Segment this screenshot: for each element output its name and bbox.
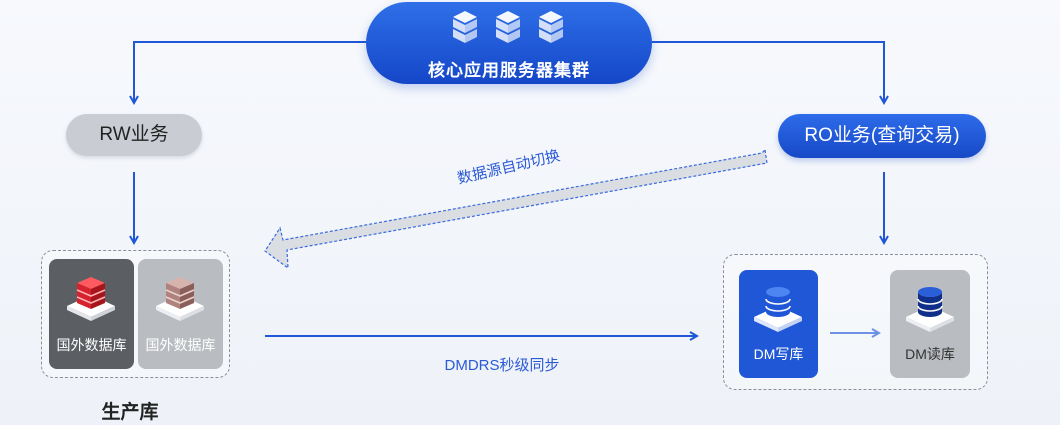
core-to-ro-connector bbox=[652, 41, 884, 102]
database-red-icon bbox=[67, 277, 115, 321]
production-db-primary: 国外数据库 bbox=[49, 259, 134, 369]
server-stack-icon bbox=[453, 11, 563, 43]
core-cluster-label: 核心应用服务器集群 bbox=[428, 61, 590, 80]
dm-write-db: DM写库 bbox=[739, 270, 818, 378]
production-db-primary-label: 国外数据库 bbox=[56, 337, 127, 353]
database-blue-icon bbox=[754, 287, 802, 332]
dm-write-db-label: DM写库 bbox=[753, 346, 804, 362]
dm-read-db-label: DM读库 bbox=[905, 346, 955, 362]
rw-service-pill: RW业务 bbox=[66, 114, 202, 156]
production-db-caption: 生产库 bbox=[101, 402, 159, 423]
failover-arrow bbox=[264, 148, 768, 270]
dm-read-db: DM读库 bbox=[890, 270, 970, 378]
production-db-secondary-label: 国外数据库 bbox=[145, 337, 216, 353]
ro-service-pill: RO业务(查询交易) bbox=[778, 114, 986, 158]
core-to-rw-connector bbox=[134, 41, 366, 102]
production-db-secondary: 国外数据库 bbox=[138, 259, 223, 369]
sync-label: DMDRS秒级同步 bbox=[444, 357, 560, 374]
database-brown-icon bbox=[156, 277, 204, 321]
database-blue-icon bbox=[906, 287, 954, 332]
